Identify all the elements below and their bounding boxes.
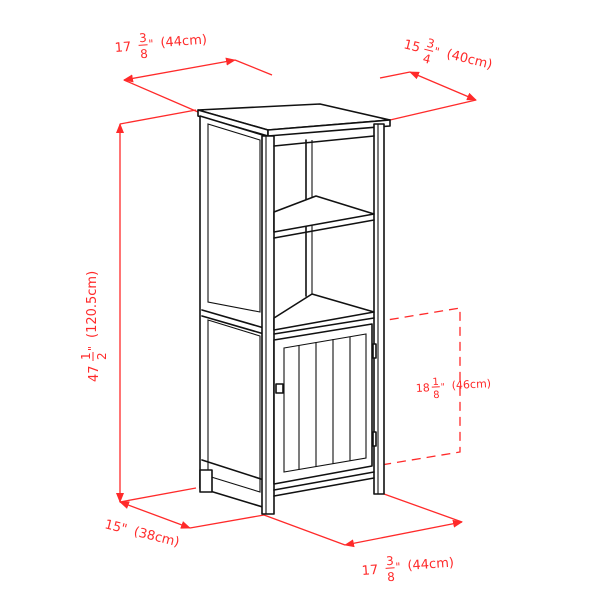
front-right-post xyxy=(373,123,385,495)
top-width-num: 3 xyxy=(139,31,148,45)
cabinet-illustration xyxy=(197,103,391,515)
base-width-extension-right xyxy=(383,493,463,523)
base-depth-metric: (38cm) xyxy=(132,525,181,551)
lower-open-shelf xyxy=(273,293,375,331)
top-depth-inch: " xyxy=(433,45,441,59)
base-width-extension-left xyxy=(263,514,346,546)
top-depth-den: 4 xyxy=(421,51,432,66)
door-vertical-slats xyxy=(298,337,351,470)
label-door-height: 18 1 8 " (46cm) xyxy=(415,377,491,401)
bottom-front-rail-lower xyxy=(273,477,375,497)
door-height-bracket xyxy=(374,307,461,467)
front-left-post xyxy=(261,135,275,515)
left-mid-rail xyxy=(201,309,265,329)
top-width-extension-right xyxy=(234,59,273,76)
top-width-den: 8 xyxy=(140,47,149,61)
left-upper-opening xyxy=(207,123,261,313)
top-depth-arrow xyxy=(409,71,477,101)
upper-shelf-front-edge xyxy=(273,219,375,239)
hinge-icon xyxy=(372,431,377,447)
top-depth-num: 3 xyxy=(425,36,436,51)
height-inch: " xyxy=(86,346,99,351)
cabinet-top-front-edge xyxy=(267,119,391,137)
top-width-extension-left xyxy=(123,79,199,113)
left-bottom-rail xyxy=(201,459,265,481)
label-base-depth: 15" (38cm) xyxy=(103,517,181,550)
base-width-inch: " xyxy=(395,560,401,573)
top-depth-extension-right xyxy=(389,99,477,121)
height-extension-top xyxy=(119,109,197,125)
hinge-icon xyxy=(372,343,377,359)
height-metric: (120.5cm) xyxy=(85,271,100,338)
base-depth-whole: 15" xyxy=(103,517,128,537)
base-depth-arrow xyxy=(119,501,191,529)
height-num: 1 xyxy=(79,352,93,360)
top-width-whole: 17 xyxy=(114,40,132,56)
top-depth-extension-left xyxy=(379,71,411,79)
door-inner-frame xyxy=(283,333,367,473)
back-left-leg xyxy=(199,469,213,493)
base-width-metric: (44cm) xyxy=(407,556,454,574)
label-base-width: 17 3 8 " (44cm) xyxy=(361,554,454,584)
door-height-whole: 18 xyxy=(415,381,430,395)
label-top-width: 17 3 8 " (44cm) xyxy=(114,31,207,61)
dimension-lines xyxy=(116,57,477,548)
height-den: 2 xyxy=(95,352,109,360)
door-height-num: 1 xyxy=(432,377,439,388)
top-width-arrow xyxy=(123,57,236,83)
left-mid-rail-lower xyxy=(201,315,265,335)
base-width-whole: 17 xyxy=(361,563,379,579)
door-knob-icon xyxy=(275,383,284,394)
bottom-front-rail xyxy=(273,471,375,491)
cabinet-top-rail xyxy=(273,317,375,335)
base-width-num: 3 xyxy=(386,554,395,568)
base-width-arrow xyxy=(344,519,463,548)
height-whole: 47 xyxy=(87,365,102,382)
top-depth-whole: 15 xyxy=(402,37,422,56)
top-width-metric: (44cm) xyxy=(160,33,207,51)
label-height: 47 1 2 " (120.5cm) xyxy=(79,271,109,382)
upper-shelf xyxy=(273,195,375,233)
door-height-inch: " xyxy=(441,382,446,392)
door-height-metric: (46cm) xyxy=(451,377,491,392)
left-lower-panel xyxy=(207,319,261,493)
top-front-rail xyxy=(273,135,375,147)
base-depth-extension-left xyxy=(119,487,197,503)
top-width-inch: " xyxy=(148,37,154,50)
top-depth-metric: (40cm) xyxy=(445,47,494,73)
base-depth-extension-right xyxy=(189,514,265,529)
base-width-den: 8 xyxy=(387,570,396,584)
door-height-den: 8 xyxy=(433,390,440,401)
